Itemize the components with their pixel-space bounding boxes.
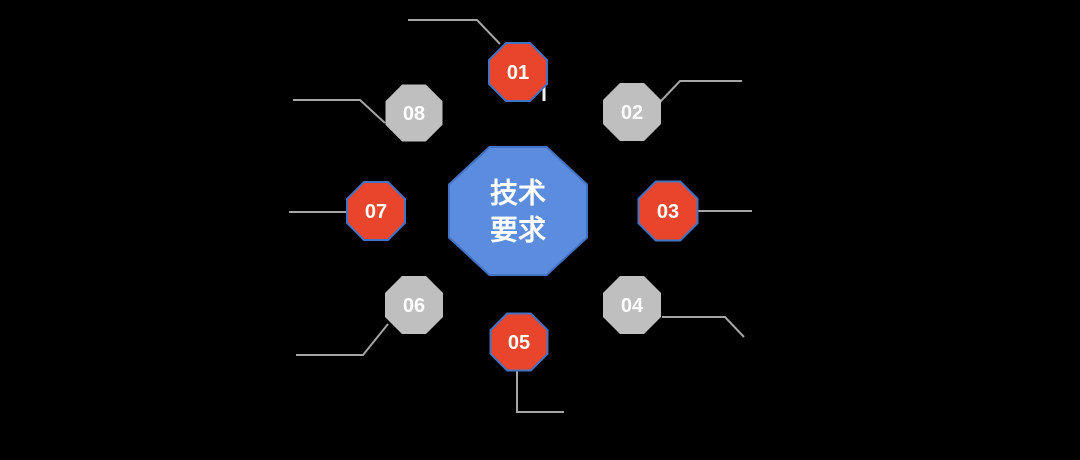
octagon-node-label-02: 02 — [621, 102, 643, 124]
octagon-node-label-05: 05 — [508, 332, 530, 354]
octagon-node-04 — [603, 276, 661, 334]
octagon-node-label-08: 08 — [403, 103, 425, 125]
octagon-node-06 — [385, 276, 443, 334]
octagon-node-label-06: 06 — [403, 295, 425, 317]
octagon-node-01 — [488, 42, 548, 102]
leader-line-05 — [516, 370, 564, 413]
octagon-node-07 — [346, 181, 406, 241]
octagon-node-08 — [385, 84, 443, 142]
leader-line-04 — [662, 316, 745, 338]
octagon-node-label-01: 01 — [507, 62, 529, 84]
octagon-node-label-03: 03 — [657, 201, 679, 223]
octagon-node-label-04: 04 — [621, 295, 644, 317]
leader-line-06 — [296, 323, 389, 356]
leader-line-01 — [408, 19, 501, 45]
leader-line-02 — [659, 80, 742, 103]
octagon-node-label-07: 07 — [365, 201, 387, 223]
center-octagon-label: 技术要求 — [490, 177, 546, 245]
octagon-node-03 — [637, 180, 699, 242]
octagon-node-05 — [489, 312, 549, 372]
octagon-node-02 — [603, 83, 661, 141]
center-octagon — [448, 146, 588, 276]
leader-line-08 — [293, 99, 386, 124]
